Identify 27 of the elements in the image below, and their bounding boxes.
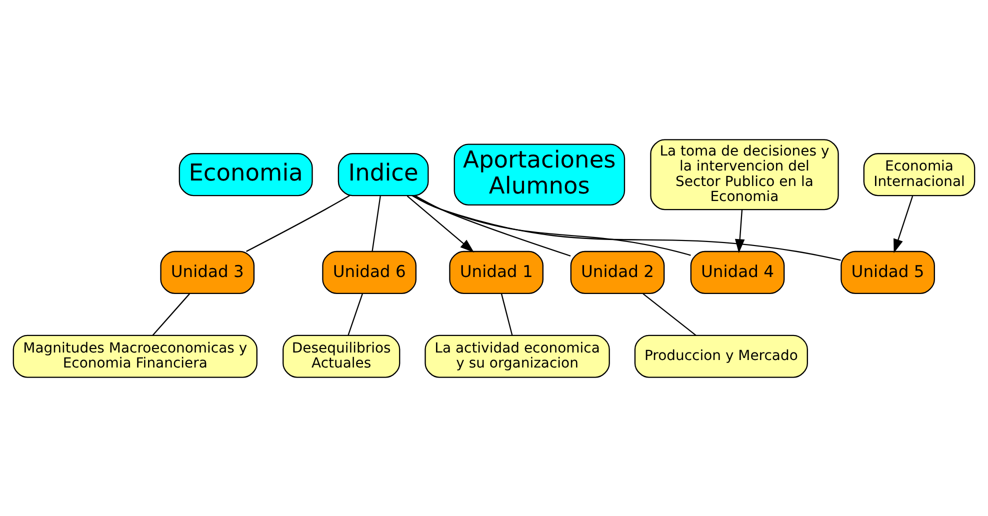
connector: [414, 194, 571, 256]
node-box: Produccion y Mercado: [634, 334, 808, 378]
node-box: Unidad 6: [322, 250, 417, 294]
node-box: La actividad economica y su organizacion: [424, 334, 610, 378]
connector: [642, 292, 696, 336]
node-box: Economia: [178, 152, 313, 196]
node-box: Unidad 3: [160, 250, 255, 294]
node-box: Unidad 4: [690, 250, 785, 294]
connector: [412, 194, 691, 256]
node-box: Unidad 1: [449, 250, 544, 294]
node-box: Economia Internacional: [863, 152, 976, 196]
connector: [152, 292, 190, 336]
connector: [500, 293, 513, 335]
node-box: Aportaciones Alumnos: [454, 143, 626, 205]
node-box: Indice: [338, 152, 429, 196]
node-box: La toma de decisiones y la intervencion del Sector Publico en la Economia: [650, 138, 839, 210]
connector: [412, 194, 841, 260]
node-box: Unidad 2: [570, 250, 665, 294]
node-box: Desequilibrios Actuales: [282, 334, 400, 378]
node-box: Unidad 5: [840, 250, 935, 294]
connector: [372, 195, 381, 251]
connector: [246, 194, 350, 252]
arrow: [734, 209, 745, 253]
arrow: [406, 195, 474, 252]
connector: [348, 293, 363, 335]
node-box: Magnitudes Macroeconomicas y Economia Financiera: [12, 334, 258, 378]
arrow: [894, 195, 914, 253]
